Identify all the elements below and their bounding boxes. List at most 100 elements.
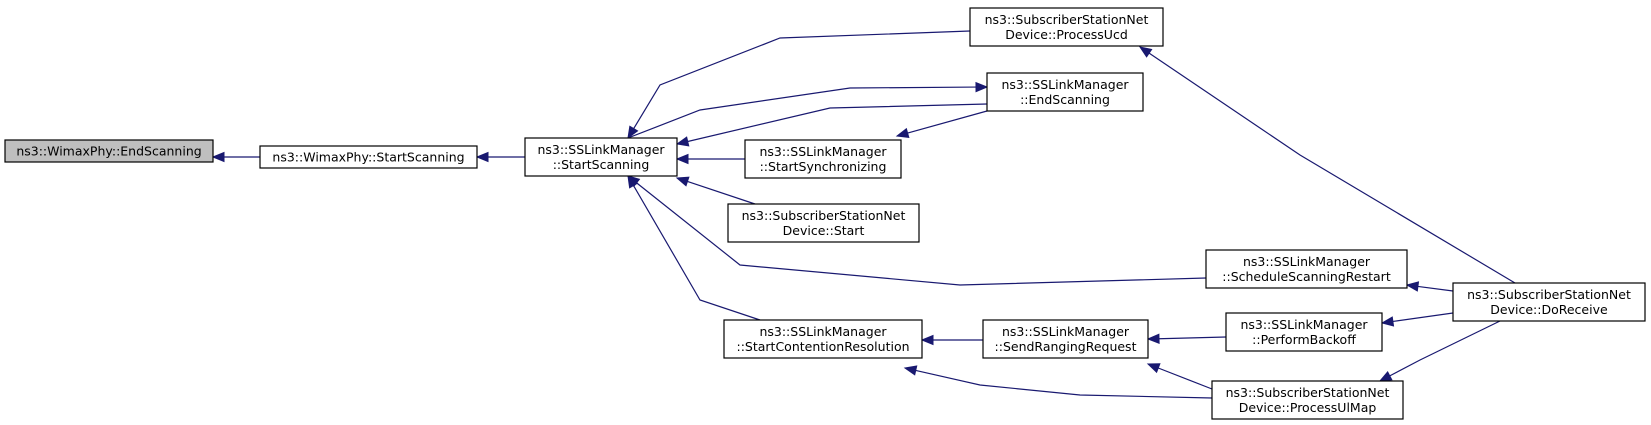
node-sslm-backoff[interactable]: ns3::SSLinkManager::PerformBackoff xyxy=(1225,312,1383,352)
node-label: ns3::SSLinkManager xyxy=(1002,324,1130,339)
node-box xyxy=(4,139,214,163)
edge-line xyxy=(1389,320,1501,377)
node-label: ns3::SubscriberStationNet xyxy=(742,208,906,223)
arrowhead xyxy=(475,151,489,163)
node-wimax-startscanning[interactable]: ns3::WimaxPhy::StartScanning xyxy=(259,145,478,169)
arrowhead xyxy=(975,81,989,93)
edges-layer xyxy=(211,30,1516,399)
edge-ss-processucd-to-sslm-startscanning xyxy=(627,30,971,140)
edge-line xyxy=(687,180,756,205)
node-box xyxy=(723,319,923,359)
node-box xyxy=(259,145,478,169)
edge-line xyxy=(1158,336,1227,340)
node-ss-processucd[interactable]: ns3::SubscriberStationNetDevice::Process… xyxy=(969,7,1164,47)
node-box xyxy=(524,137,678,177)
node-label: ns3::SSLinkManager xyxy=(1001,77,1129,92)
edge-line xyxy=(687,103,988,143)
edge-wimax-startscanning-to-wimax-endscanning xyxy=(211,151,260,163)
node-label: Device::Start xyxy=(783,223,865,238)
edge-sslm-endscanning-to-sslm-startscanning xyxy=(675,103,988,147)
node-sslm-contention[interactable]: ns3::SSLinkManager::StartContentionResol… xyxy=(723,319,923,359)
edge-ss-processulmap-to-sslm-contention xyxy=(903,365,1213,399)
edge-sslm-startsync-to-sslm-startscanning xyxy=(675,153,745,165)
node-label: Device::ProcessUcd xyxy=(1005,27,1128,42)
node-ss-processulmap[interactable]: ns3::SubscriberStationNetDevice::Process… xyxy=(1211,380,1404,420)
arrowhead xyxy=(1146,333,1160,344)
arrowhead xyxy=(1405,281,1420,292)
edge-sslm-endscanning-to-sslm-startsync xyxy=(895,110,988,138)
edge-sslm-sendranging-to-sslm-contention xyxy=(920,334,983,346)
node-box xyxy=(1225,312,1383,352)
node-label: Device::ProcessUlMap xyxy=(1239,400,1377,415)
edge-sslm-backoff-to-sslm-sendranging xyxy=(1146,333,1227,344)
node-box xyxy=(969,7,1164,47)
node-label: ::ScheduleScanningRestart xyxy=(1222,269,1391,284)
node-label: ns3::SubscriberStationNet xyxy=(985,12,1149,27)
node-label: ns3::SubscriberStationNet xyxy=(1226,385,1390,400)
edge-ss-doreceive-to-sslm-schedrestart xyxy=(1405,281,1454,292)
node-label: ns3::SSLinkManager xyxy=(759,144,887,159)
edge-line xyxy=(636,182,1207,286)
edge-line xyxy=(1417,285,1454,292)
node-label: ns3::SSLinkManager xyxy=(759,324,887,339)
edge-line xyxy=(627,86,977,139)
arrowhead xyxy=(1378,371,1393,382)
edge-line xyxy=(907,110,988,134)
node-box xyxy=(1205,249,1408,289)
node-ss-doreceive[interactable]: ns3::SubscriberStationNetDevice::DoRecei… xyxy=(1452,282,1646,322)
node-label: ns3::SSLinkManager xyxy=(1243,254,1371,269)
arrowhead xyxy=(895,127,910,138)
node-label: ns3::WimaxPhy::StartScanning xyxy=(272,150,464,165)
edge-sslm-startscanning-to-wimax-startscanning xyxy=(475,151,525,163)
node-label: ns3::SubscriberStationNet xyxy=(1467,287,1631,302)
arrowhead xyxy=(675,153,689,165)
arrowhead xyxy=(1380,316,1395,327)
nodes-layer: ns3::WimaxPhy::EndScanning ns3::WimaxPhy:… xyxy=(4,7,1646,420)
edge-ss-start-to-sslm-startscanning xyxy=(675,176,756,205)
arrowhead xyxy=(903,365,918,376)
node-label: ns3::SSLinkManager xyxy=(1240,317,1368,332)
node-wimax-endscanning[interactable]: ns3::WimaxPhy::EndScanning xyxy=(4,139,214,163)
edge-ss-doreceive-to-ss-processulmap xyxy=(1378,320,1501,382)
node-label: ns3::WimaxPhy::EndScanning xyxy=(16,144,201,159)
node-sslm-startscanning[interactable]: ns3::SSLinkManager::StartScanning xyxy=(524,137,678,177)
node-label: ::EndScanning xyxy=(1020,92,1110,107)
node-label: ::StartContentionResolution xyxy=(736,339,909,354)
node-label: ::StartSynchronizing xyxy=(760,159,887,174)
node-label: ::SendRangingRequest xyxy=(995,339,1137,354)
edge-ss-processulmap-to-sslm-sendranging xyxy=(1146,363,1213,390)
node-label: ::StartScanning xyxy=(553,157,650,172)
edge-line xyxy=(1392,312,1454,323)
arrowhead xyxy=(627,125,639,140)
edge-line xyxy=(1148,52,1516,284)
arrowhead xyxy=(1138,46,1153,58)
node-label: ::PerformBackoff xyxy=(1252,332,1356,347)
node-box xyxy=(986,72,1144,112)
node-box xyxy=(982,319,1149,359)
edge-line xyxy=(1158,367,1213,390)
arrowhead xyxy=(211,151,225,163)
arrowhead xyxy=(627,174,639,189)
edge-ss-doreceive-to-ss-processucd xyxy=(1138,46,1516,284)
arrowhead xyxy=(1146,363,1161,374)
node-sslm-endscanning[interactable]: ns3::SSLinkManager::EndScanning xyxy=(986,72,1144,112)
edge-line xyxy=(915,369,1213,399)
edge-line xyxy=(633,185,761,321)
node-label: ns3::SSLinkManager xyxy=(537,142,665,157)
node-sslm-schedrestart[interactable]: ns3::SSLinkManager::ScheduleScanningRest… xyxy=(1205,249,1408,289)
node-sslm-startsync[interactable]: ns3::SSLinkManager::StartSynchronizing xyxy=(744,139,902,179)
edge-line xyxy=(633,30,971,129)
edge-ss-doreceive-to-sslm-backoff xyxy=(1380,312,1454,327)
node-box xyxy=(1452,282,1646,322)
node-box xyxy=(727,203,920,243)
arrowhead xyxy=(675,176,690,187)
edge-sslm-contention-to-sslm-startscanning xyxy=(627,174,761,321)
node-box xyxy=(1211,380,1404,420)
node-label: Device::DoReceive xyxy=(1490,302,1608,317)
node-box xyxy=(744,139,902,179)
edge-sslm-startscanning-to-sslm-endscanning xyxy=(627,81,989,139)
arrowhead xyxy=(920,334,934,346)
node-sslm-sendranging[interactable]: ns3::SSLinkManager::SendRangingRequest xyxy=(982,319,1149,359)
